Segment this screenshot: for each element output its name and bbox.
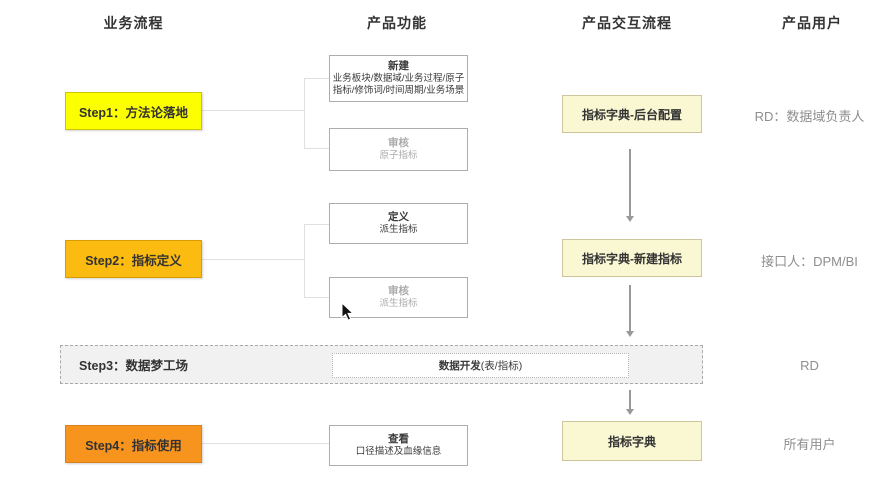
column-header-interaction-flow: 产品交互流程 <box>582 15 672 31</box>
function-review-atomic-title: 审核 <box>388 137 409 149</box>
step3-label: Step3：数据梦工场 <box>79 359 189 373</box>
function-review-atomic-desc: 原子指标 <box>379 150 418 162</box>
step4-label: Step4：指标使用 <box>85 438 182 453</box>
connector-step2-branch <box>304 224 305 298</box>
function-define-desc: 派生指标 <box>379 224 418 236</box>
function-box-define: 定义 派生指标 <box>329 203 468 244</box>
step1-label: Step1：方法论落地 <box>78 105 189 120</box>
function-create-title: 新建 <box>388 60 409 73</box>
function-box-review-derived: 审核 派生指标 <box>329 277 468 318</box>
user-label-step3: RD <box>800 358 819 373</box>
function-view-desc: 口径描述及血缘信息 <box>355 446 442 458</box>
column-header-product-users: 产品用户 <box>782 15 842 31</box>
step2-label: Step2：指标定义 <box>85 253 182 268</box>
step2-box: Step2：指标定义 <box>65 240 202 278</box>
connector-step1-branch <box>304 78 305 149</box>
interaction-box-backend-config: 指标字典-后台配置 <box>562 95 702 133</box>
interaction-box-dictionary: 指标字典 <box>562 421 702 461</box>
function-box-create: 新建 业务板块/数据域/业务过程/原子 指标/修饰词/时间周期/业务场景 <box>329 55 468 102</box>
connector-step1-trunk <box>202 110 304 111</box>
user-label-step2: 接口人：DPM/BI <box>761 254 858 269</box>
user-label-step4: 所有用户 <box>783 437 836 452</box>
step4-box: Step4：指标使用 <box>65 425 202 463</box>
arrow-line-3 <box>629 390 631 409</box>
data-development-suffix: (表/指标) <box>480 360 523 372</box>
user-label-step1: RD：数据域负责人 <box>754 109 865 124</box>
connector-step1-to-create <box>304 78 329 79</box>
data-development-box: 数据开发(表/指标) <box>332 353 629 378</box>
step1-box: Step1：方法论落地 <box>65 92 202 130</box>
function-review-derived-title: 审核 <box>388 285 409 297</box>
connector-step4-to-view <box>202 443 329 444</box>
column-header-product-features: 产品功能 <box>367 15 427 31</box>
mouse-cursor-icon <box>341 302 355 321</box>
interaction-dictionary-label: 指标字典 <box>607 434 656 449</box>
connector-step2-to-define <box>304 224 329 225</box>
function-box-review-atomic: 审核 原子指标 <box>329 128 468 171</box>
function-view-title: 查看 <box>388 433 409 445</box>
arrow-down-icon <box>626 409 634 415</box>
interaction-box-new-metric: 指标字典-新建指标 <box>562 239 702 277</box>
connector-step2-trunk <box>202 259 304 260</box>
column-header-business-process: 业务流程 <box>103 15 164 31</box>
arrow-line-2 <box>629 285 631 331</box>
arrow-line-1 <box>629 149 631 216</box>
function-define-title: 定义 <box>388 211 409 223</box>
function-create-desc: 业务板块/数据域/业务过程/原子 指标/修饰词/时间周期/业务场景 <box>332 73 465 97</box>
connector-step2-to-review <box>304 297 329 298</box>
arrow-down-icon <box>626 216 634 222</box>
data-development-title: 数据开发 <box>438 360 481 372</box>
function-box-view: 查看 口径描述及血缘信息 <box>329 425 468 466</box>
connector-step1-to-review <box>304 148 329 149</box>
interaction-backend-config-label: 指标字典-后台配置 <box>582 107 682 122</box>
arrow-down-icon <box>626 331 634 337</box>
interaction-new-metric-label: 指标字典-新建指标 <box>582 251 682 266</box>
function-review-derived-desc: 派生指标 <box>379 298 418 310</box>
